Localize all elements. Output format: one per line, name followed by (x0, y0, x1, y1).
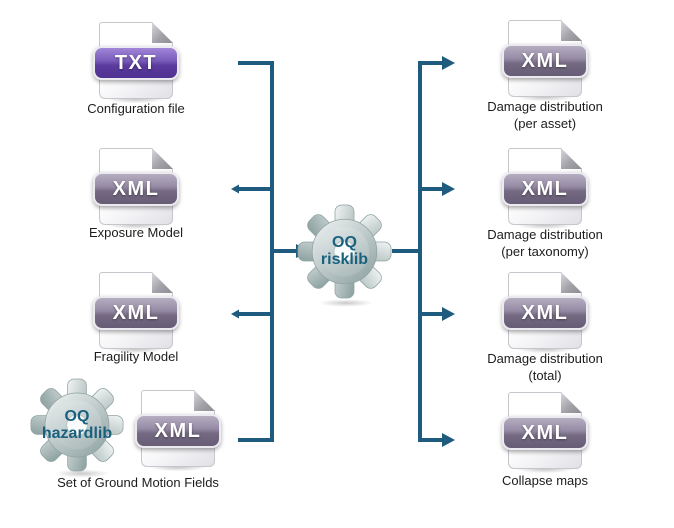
xml-file-icon: XML (93, 148, 179, 236)
gear-shadow (310, 298, 382, 308)
page-fold-icon (152, 272, 173, 293)
xml-file-icon: XML (502, 148, 588, 236)
output-label-collapse-maps: Collapse maps (502, 473, 588, 488)
hazardlib-gear-label: OQ hazardlib (41, 407, 113, 442)
xml-badge: XML (502, 296, 588, 330)
xml-badge: XML (93, 172, 179, 206)
xml-file-icon: XML (502, 392, 588, 480)
page-fold-icon (561, 20, 582, 41)
txt-badge: TXT (93, 46, 179, 80)
xml-badge: XML (93, 296, 179, 330)
output-arrow-icon (442, 56, 455, 70)
output-label-damage-per-asset: Damage distribution (per asset) (487, 99, 603, 131)
txt-file-icon: TXT (93, 22, 179, 110)
input-label-configuration-file: Configuration file (87, 101, 185, 116)
output-bus-line (418, 61, 442, 442)
risklib-gear-label: OQ risklib (320, 234, 369, 268)
output-arrow-icon (442, 307, 455, 321)
xml-badge: XML (502, 172, 588, 206)
xml-file-icon: XML (502, 272, 588, 360)
input-stub-tip-icon (231, 309, 239, 319)
gear-shadow (45, 468, 119, 479)
xml-file-icon: XML (93, 272, 179, 360)
xml-file-icon: XML (135, 390, 221, 478)
input-label-ground-motion-fields: Set of Ground Motion Fields (57, 475, 219, 490)
xml-badge: XML (502, 44, 588, 78)
input-label-exposure-model: Exposure Model (89, 225, 183, 240)
page-fold-icon (561, 392, 582, 413)
input-stub-tip-icon (231, 184, 239, 194)
page-fold-icon (194, 390, 215, 411)
input-bus-line (238, 61, 274, 442)
page-fold-icon (561, 148, 582, 169)
gear-icon (30, 378, 124, 472)
output-label-damage-total: Damage distribution (total) (487, 351, 603, 383)
output-arrow-icon (442, 433, 455, 447)
risklib-gear: OQ risklib (297, 204, 392, 299)
xml-file-icon: XML (502, 20, 588, 108)
gear-icon (297, 204, 392, 299)
output-arrow-icon (442, 182, 455, 196)
hazardlib-gear: OQ hazardlib (30, 378, 124, 472)
page-fold-icon (152, 148, 173, 169)
xml-badge: XML (135, 414, 221, 448)
xml-badge: XML (502, 416, 588, 450)
output-label-damage-per-taxonomy: Damage distribution (per taxonomy) (487, 227, 603, 259)
page-fold-icon (152, 22, 173, 43)
page-fold-icon (561, 272, 582, 293)
input-label-fragility-model: Fragility Model (93, 349, 179, 364)
